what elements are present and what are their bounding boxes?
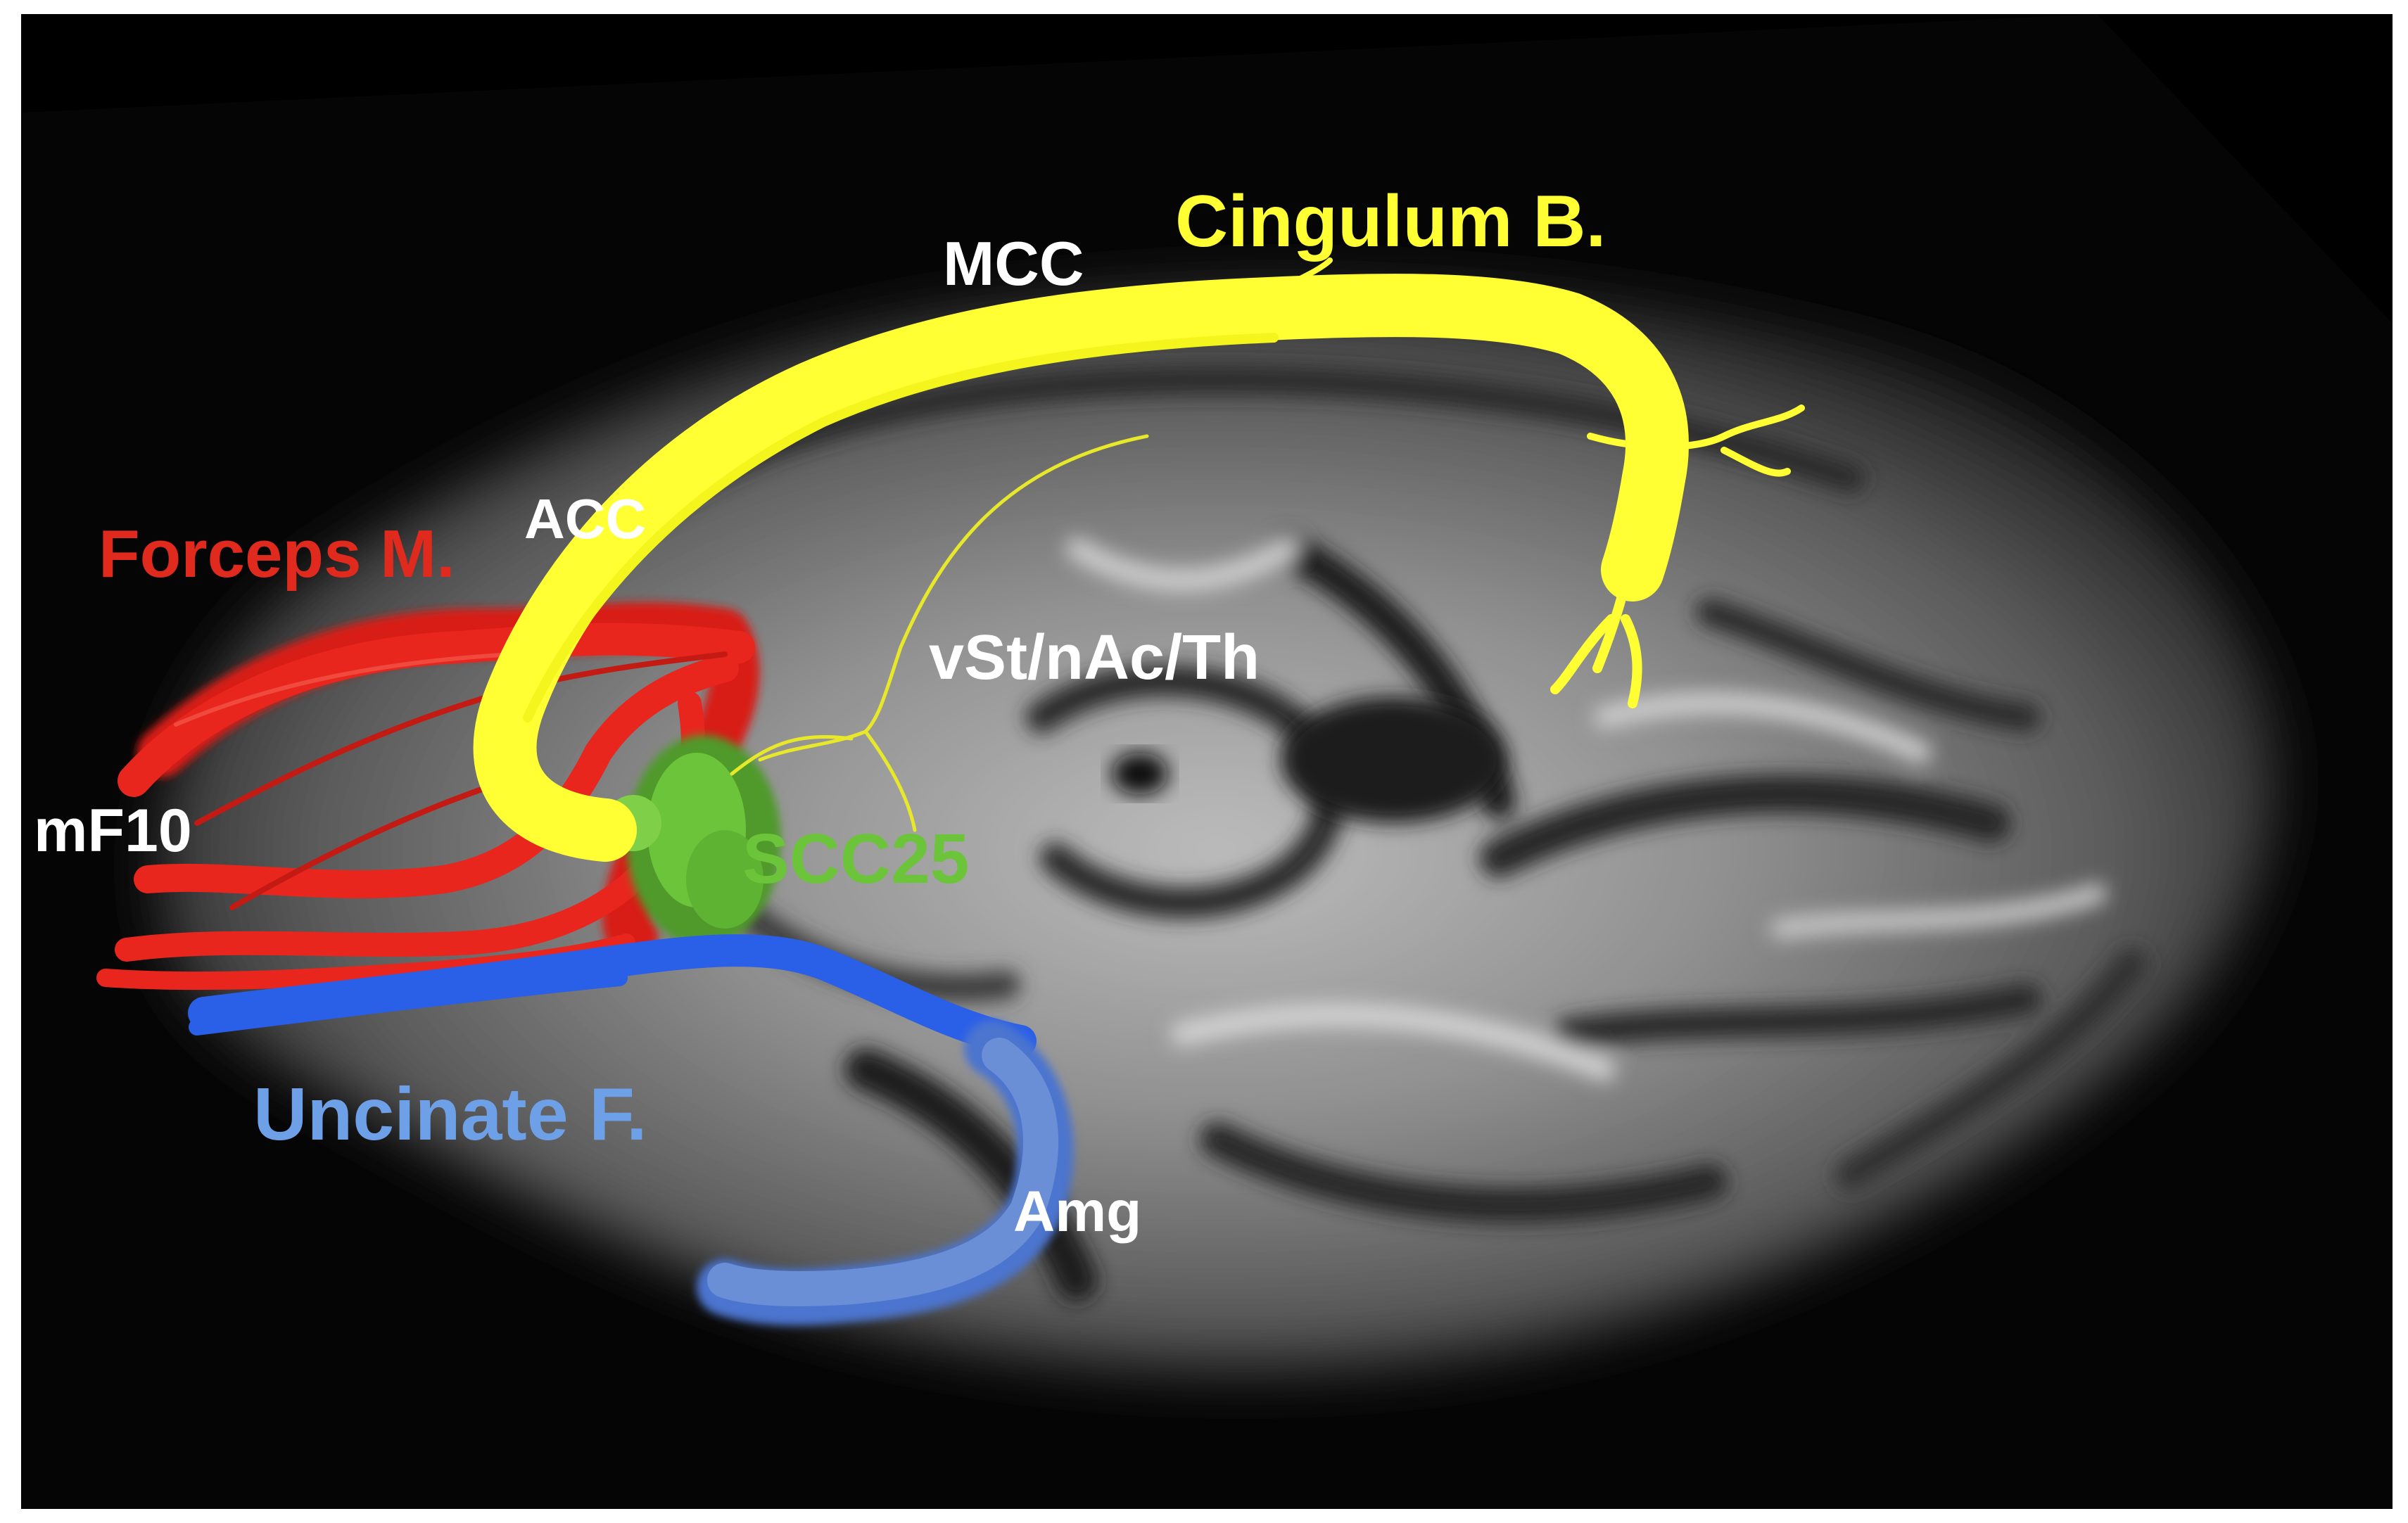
cingulum-bundle-tract — [473, 257, 1805, 862]
cingulum-label: Cingulum B. — [1175, 181, 1606, 262]
scc25-region — [605, 735, 781, 946]
acc-label: ACC — [524, 488, 646, 550]
brain-tractography-figure: MCC Cingulum B. ACC Forceps M. vSt/nAc/T… — [21, 14, 2393, 1509]
vst-nac-th-label: vSt/nAc/Th — [929, 623, 1260, 693]
tractography-canvas: MCC Cingulum B. ACC Forceps M. vSt/nAc/T… — [21, 14, 2393, 1509]
mcc-label: MCC — [943, 229, 1084, 298]
uncinate-label: Uncinate F. — [253, 1073, 647, 1156]
amg-label: Amg — [1013, 1180, 1141, 1244]
forceps-label: Forceps M. — [99, 516, 455, 592]
mf10-label: mF10 — [34, 797, 192, 865]
scc25-label: SCC25 — [742, 820, 969, 898]
uncinate-fasciculus-tract — [188, 934, 1074, 1326]
brain-slice — [158, 285, 2275, 1371]
annotation-labels: MCC Cingulum B. ACC Forceps M. vSt/nAc/T… — [34, 181, 1606, 1244]
